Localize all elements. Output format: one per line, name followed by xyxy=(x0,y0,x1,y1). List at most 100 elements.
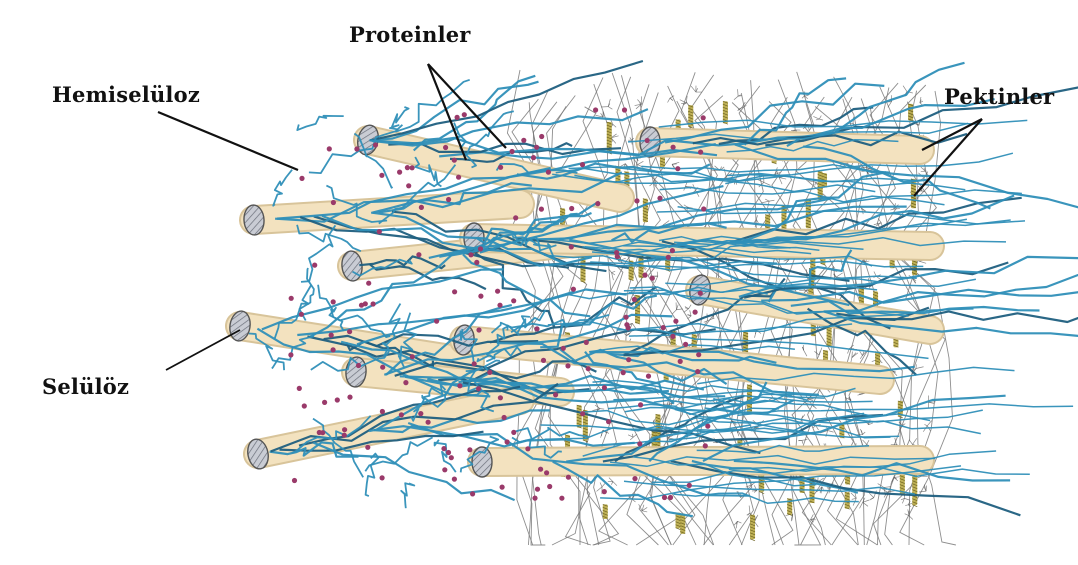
protein-dot-icon xyxy=(632,476,637,481)
protein-dot-icon xyxy=(452,477,457,482)
protein-dot-icon xyxy=(670,248,675,253)
protein-dot-icon xyxy=(446,197,451,202)
protein-dot-icon xyxy=(642,273,647,278)
protein-dot-icon xyxy=(565,363,570,368)
protein-dot-icon xyxy=(468,252,473,257)
protein-dot-icon xyxy=(673,319,678,324)
protein-dot-icon xyxy=(513,215,518,220)
pectin-side-chain xyxy=(802,345,807,356)
pectin-side-tick xyxy=(613,125,616,128)
protein-dot-icon xyxy=(624,322,629,327)
hemicellulose-strand xyxy=(273,170,292,206)
pectin-side-tick xyxy=(668,98,670,102)
protein-dot-icon xyxy=(698,150,703,155)
selulöz-leader xyxy=(166,330,240,370)
protein-dot-icon xyxy=(441,446,446,451)
pectin-side-tick xyxy=(765,199,769,201)
protein-dot-icon xyxy=(443,145,448,150)
protein-dot-icon xyxy=(487,370,492,375)
pectin-side-tick xyxy=(871,498,874,500)
protein-dot-icon xyxy=(569,244,574,249)
pectin-side-tick xyxy=(657,272,658,276)
pectin-side-tick xyxy=(642,511,647,512)
pectin-rod xyxy=(845,492,850,509)
pectin-side-chain xyxy=(601,99,612,109)
protein-dot-icon xyxy=(584,340,589,345)
protein-dot-icon xyxy=(703,443,708,448)
pectin-side-tick xyxy=(638,161,644,164)
protein-dot-icon xyxy=(624,315,629,320)
pectin-side-tick xyxy=(676,305,678,310)
protein-dot-icon xyxy=(521,138,526,143)
proteinler-label: Proteinler xyxy=(349,22,471,47)
pectin-side-tick xyxy=(637,100,641,105)
protein-dot-icon xyxy=(561,346,566,351)
pectin-side-tick xyxy=(676,309,682,310)
pectin-side-tick xyxy=(600,483,602,487)
pectin-side-tick xyxy=(792,514,793,521)
protein-dot-icon xyxy=(535,487,540,492)
protein-dot-icon xyxy=(693,310,698,315)
protein-dot-icon xyxy=(541,358,546,363)
pectin-rod xyxy=(908,104,913,121)
protein-dot-icon xyxy=(419,205,424,210)
pectin-side-tick xyxy=(916,367,924,369)
protein-dot-icon xyxy=(470,491,475,496)
protein-dot-icon xyxy=(670,334,675,339)
pectin-side-tick xyxy=(924,424,927,425)
protein-dot-icon xyxy=(511,298,516,303)
protein-dot-icon xyxy=(525,446,530,451)
protein-dot-icon xyxy=(452,158,457,163)
protein-dot-icon xyxy=(546,170,551,175)
protein-dot-icon xyxy=(455,115,460,120)
protein-dot-icon xyxy=(553,392,558,397)
protein-dot-icon xyxy=(371,301,376,306)
protein-dot-icon xyxy=(683,342,688,347)
pectin-side-tick xyxy=(909,440,912,445)
pectin-side-tick xyxy=(863,432,866,435)
protein-dot-icon xyxy=(297,386,302,391)
pectin-side-tick xyxy=(804,95,808,96)
pectin-side-tick xyxy=(630,437,633,440)
protein-dot-icon xyxy=(354,146,359,151)
protein-dot-icon xyxy=(671,145,676,150)
pectin-side-tick xyxy=(888,102,892,108)
pectin-side-tick xyxy=(929,402,935,403)
pectin-side-tick xyxy=(684,309,689,313)
protein-dot-icon xyxy=(327,146,332,151)
pectin-rod-twist xyxy=(759,492,764,494)
protein-dot-icon xyxy=(399,412,404,417)
pectin-side-tick xyxy=(919,491,926,492)
pectin-side-tick xyxy=(672,310,676,314)
protein-dot-icon xyxy=(292,478,297,483)
protein-dot-icon xyxy=(331,299,336,304)
protein-dot-icon xyxy=(632,297,637,302)
protein-dot-icon xyxy=(426,420,431,425)
hemiselulose-leader xyxy=(158,112,298,170)
protein-dot-icon xyxy=(478,294,483,299)
hemiselulose-label: Hemiselüloz xyxy=(52,82,200,107)
protein-dot-icon xyxy=(474,260,479,265)
protein-dot-icon xyxy=(462,112,467,117)
pectin-side-chain xyxy=(851,491,856,505)
hemicellulose-strand xyxy=(390,107,409,129)
protein-dot-icon xyxy=(602,489,607,494)
selulöz-label: Selülöz xyxy=(42,374,129,399)
protein-dot-icon xyxy=(472,361,477,366)
protein-dot-icon xyxy=(580,411,585,416)
protein-dot-icon xyxy=(539,207,544,212)
protein-dot-icon xyxy=(505,439,510,444)
protein-dot-icon xyxy=(696,352,701,357)
pectin-side-tick xyxy=(804,350,807,356)
pectin-side-tick xyxy=(609,478,613,482)
pectin-side-tick xyxy=(762,201,770,203)
pectin-side-tick xyxy=(815,182,816,185)
protein-dot-icon xyxy=(595,201,600,206)
protein-dot-icon xyxy=(580,162,585,167)
pectin-side-chain xyxy=(734,89,742,100)
protein-dot-icon xyxy=(569,206,574,211)
protein-dot-icon xyxy=(544,470,549,475)
pectin-side-tick xyxy=(927,421,931,426)
protein-dot-icon xyxy=(299,312,304,317)
protein-dot-icon xyxy=(602,385,607,390)
